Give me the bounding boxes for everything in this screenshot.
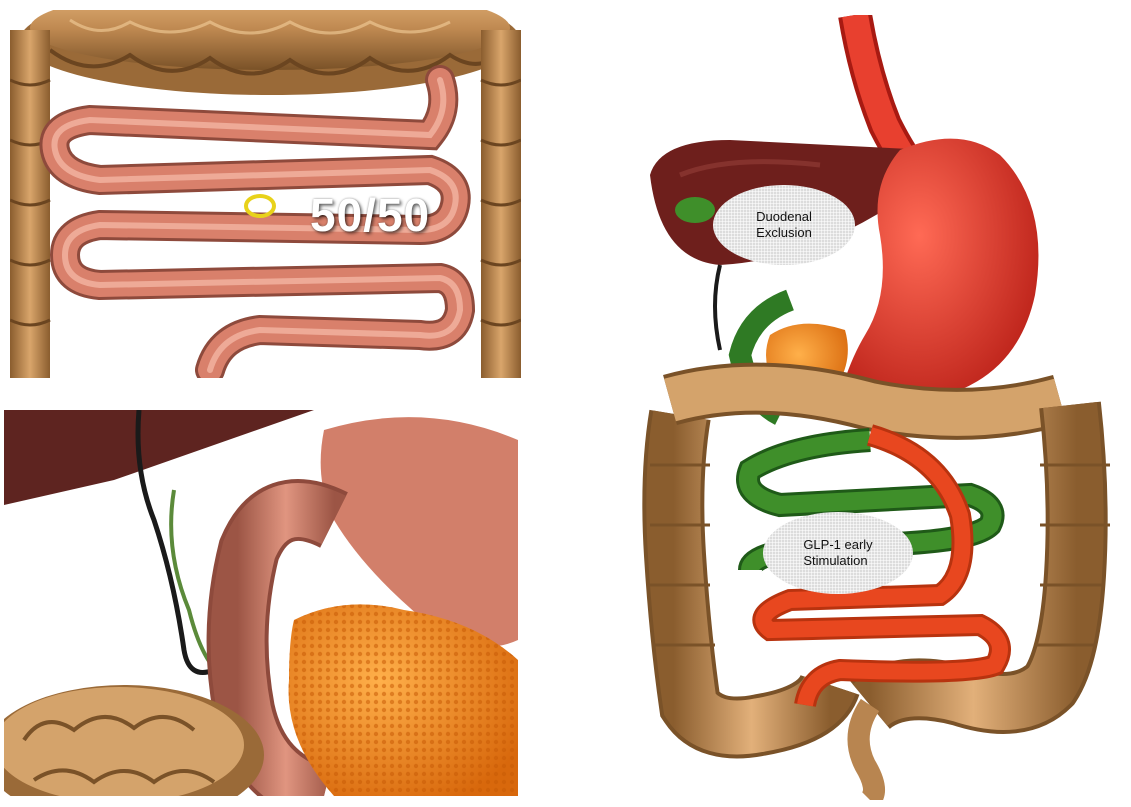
gallbladder-shape [675,197,715,223]
bottom-left-panel [4,410,518,796]
descending-colon-shape [481,30,521,378]
ratio-label: 50/50 [310,188,430,242]
ascending-colon-shape [10,30,50,378]
bubble-line-2: Exclusion [756,225,812,241]
duodenum-pancreas-illustration [4,410,518,796]
top-left-panel: 50/50 [10,10,521,378]
bubble-line-2: Stimulation [803,553,867,569]
bubble-line-1: GLP-1 early [803,537,872,553]
bubble-line-1: Duodenal [756,209,812,225]
right-panel: Duodenal Exclusion GLP-1 early Stimulati… [640,15,1124,800]
small-intestine-loops-illustration [10,10,521,378]
duodenal-exclusion-bubble: Duodenal Exclusion [713,185,855,265]
glp1-stimulation-bubble: GLP-1 early Stimulation [763,512,913,594]
blank-label-box [640,63,762,135]
